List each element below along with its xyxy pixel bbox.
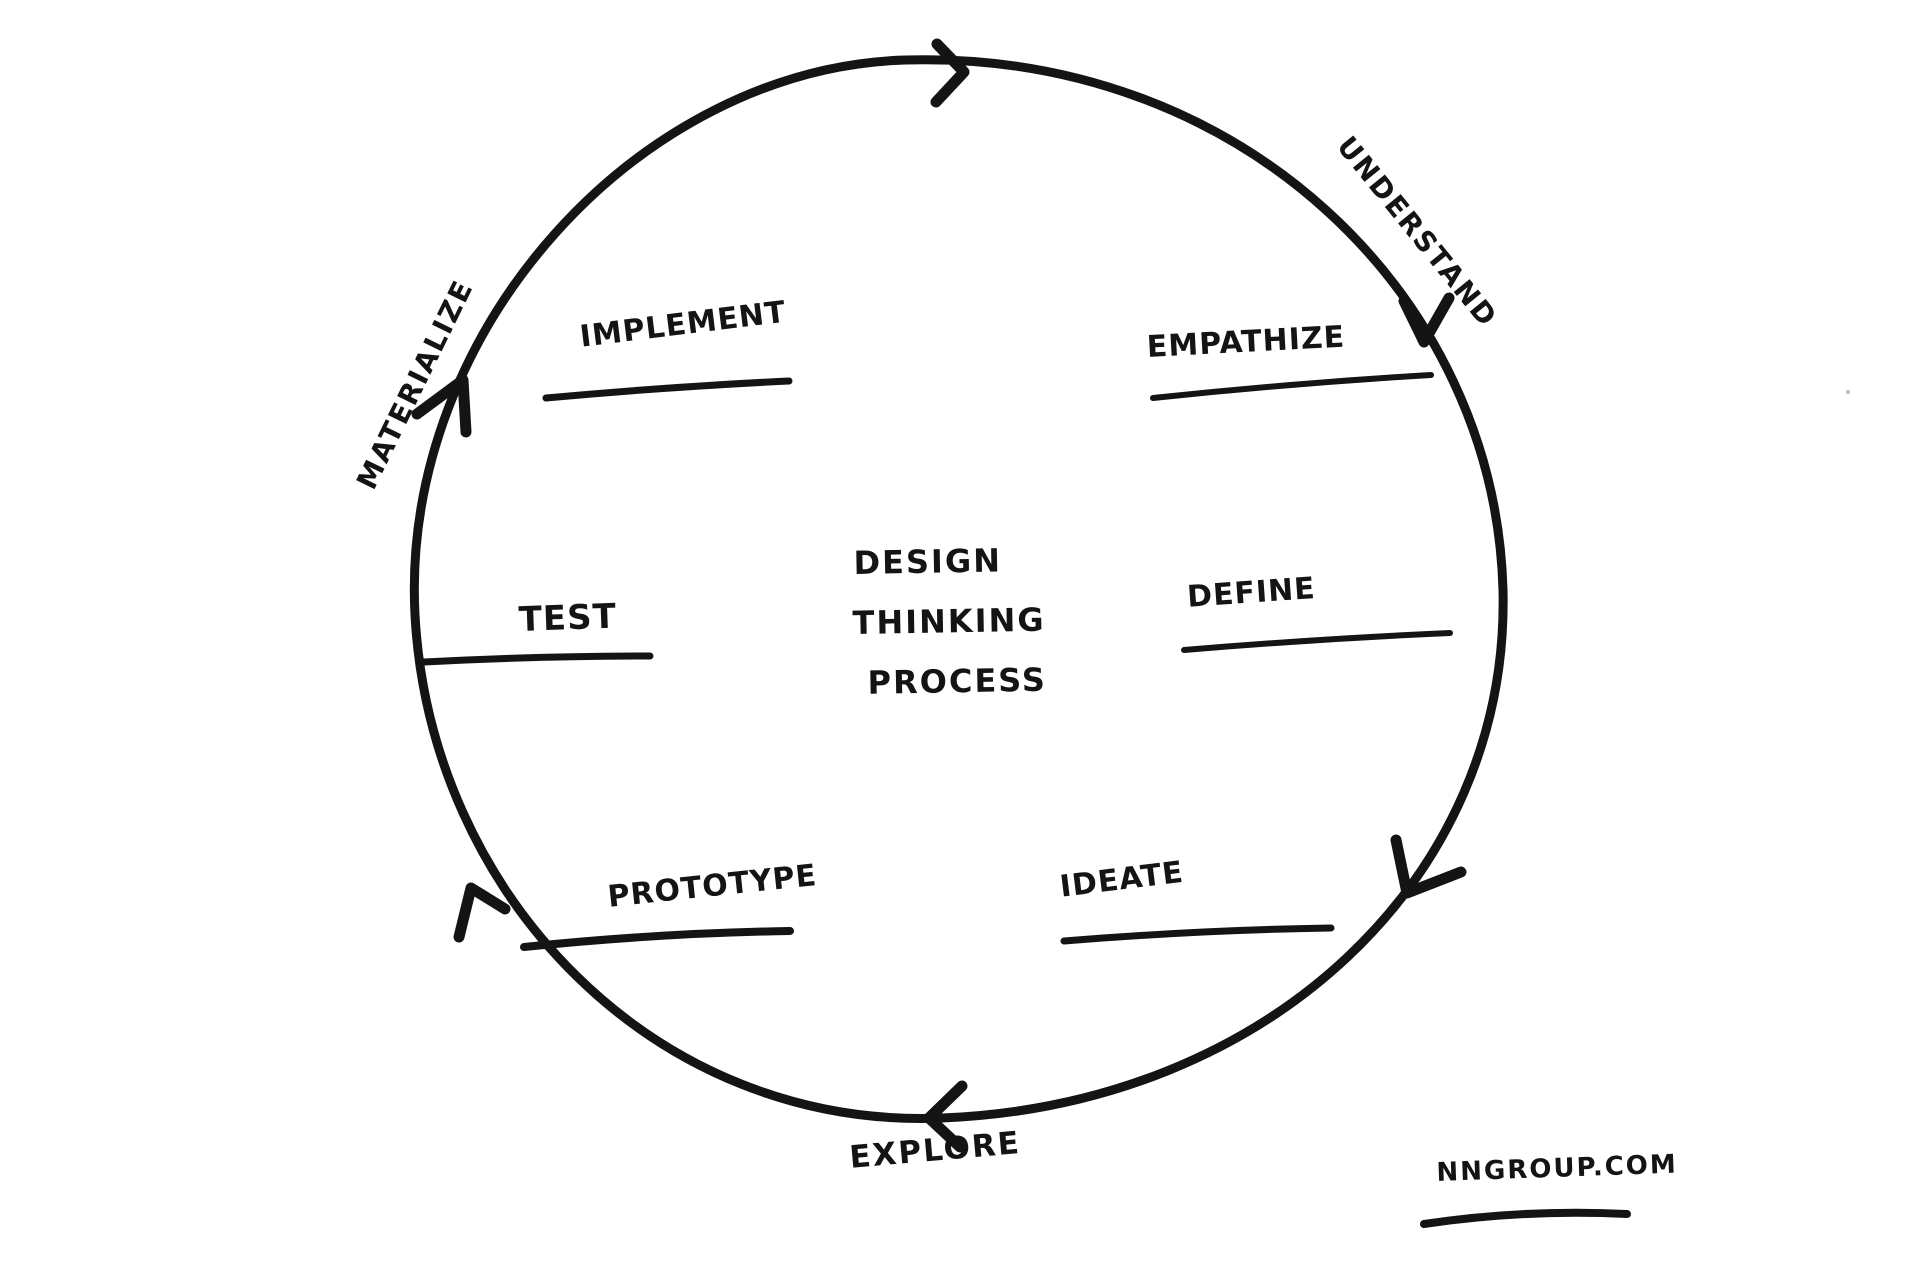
- flow-arrow-top-right-icon: [1398, 292, 1455, 348]
- flow-arrow-top-icon: [930, 38, 970, 108]
- diagram-title-line: PROCESS: [867, 660, 1048, 702]
- underline-test: [420, 652, 654, 666]
- phase-label-test: TEST: [518, 596, 618, 640]
- flow-arrow-bottom-icon: [923, 1080, 968, 1153]
- underline-implement: [542, 377, 793, 402]
- underline-attribution: [1420, 1208, 1631, 1228]
- diagram-title-line: DESIGN: [853, 541, 1003, 582]
- underline-empathize: [1150, 372, 1434, 401]
- flow-arrow-bottom-right-icon: [1390, 834, 1467, 899]
- diagram-title: DESIGN THINKING PROCESS: [852, 530, 1048, 713]
- underline-prototype: [520, 927, 794, 951]
- ink-speck: [1846, 390, 1850, 394]
- flow-arrow-bottom-left-icon: [453, 882, 511, 943]
- flow-arrow-top-left-icon: [411, 374, 472, 438]
- underline-define: [1181, 630, 1453, 653]
- diagram-title-line: THINKING: [852, 600, 1046, 643]
- underline-ideate: [1060, 924, 1335, 945]
